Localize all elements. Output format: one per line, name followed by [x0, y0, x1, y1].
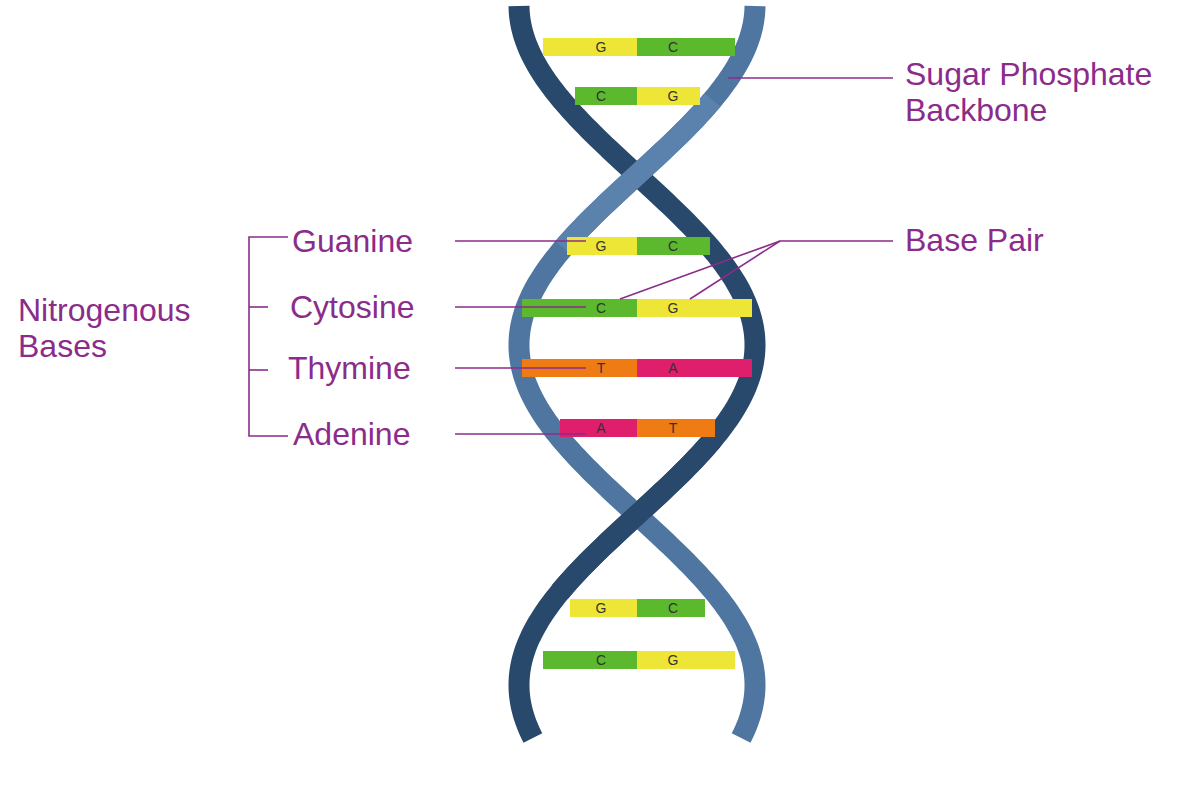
base-letter: G	[668, 651, 679, 669]
backbone-strand	[560, 440, 712, 592]
base-bar: T	[637, 419, 715, 437]
base-name: Cytosine	[290, 289, 415, 325]
backbone-strand	[519, 6, 755, 738]
base-bar: C	[543, 651, 637, 669]
base-bar: G	[567, 237, 637, 255]
base-bar: C	[637, 599, 705, 617]
base-bar: C	[637, 38, 735, 56]
base-bar: T	[522, 359, 637, 377]
base-letter: C	[668, 599, 678, 617]
leader-line	[728, 77, 893, 79]
base-bar: G	[637, 299, 752, 317]
base-letter: G	[596, 237, 607, 255]
base-letter: C	[596, 651, 606, 669]
base-letter: G	[596, 38, 607, 56]
callout-label: Sugar Phosphate Backbone	[905, 56, 1190, 128]
base-letter: T	[597, 359, 606, 377]
base-bar: G	[543, 38, 637, 56]
base-bar: C	[522, 299, 637, 317]
base-bar: C	[637, 237, 710, 255]
backbone-strand	[519, 6, 755, 738]
group-label: Nitrogenous Bases	[18, 292, 240, 364]
base-letter: A	[596, 419, 605, 437]
bracket	[249, 237, 288, 436]
base-bar: G	[637, 87, 700, 105]
base-bar: A	[637, 359, 752, 377]
base-letter: G	[668, 87, 679, 105]
base-letter: C	[668, 237, 678, 255]
base-letter: G	[596, 599, 607, 617]
backbone-strand	[563, 100, 712, 248]
base-name: Adenine	[293, 416, 410, 452]
base-name: Thymine	[288, 350, 411, 386]
base-bar: G	[570, 599, 637, 617]
base-bar: A	[560, 419, 637, 437]
base-letter: G	[668, 299, 679, 317]
base-name: Guanine	[292, 223, 413, 259]
callout-label: Base Pair	[905, 222, 1044, 258]
base-letter: A	[668, 359, 677, 377]
bracket	[249, 306, 268, 308]
base-letter: T	[669, 419, 678, 437]
bracket	[249, 369, 268, 371]
base-bar: G	[637, 651, 735, 669]
base-letter: C	[596, 87, 606, 105]
base-bar: C	[575, 87, 637, 105]
helix-strands	[519, 6, 755, 738]
base-letter: C	[596, 299, 606, 317]
base-letter: C	[668, 38, 678, 56]
